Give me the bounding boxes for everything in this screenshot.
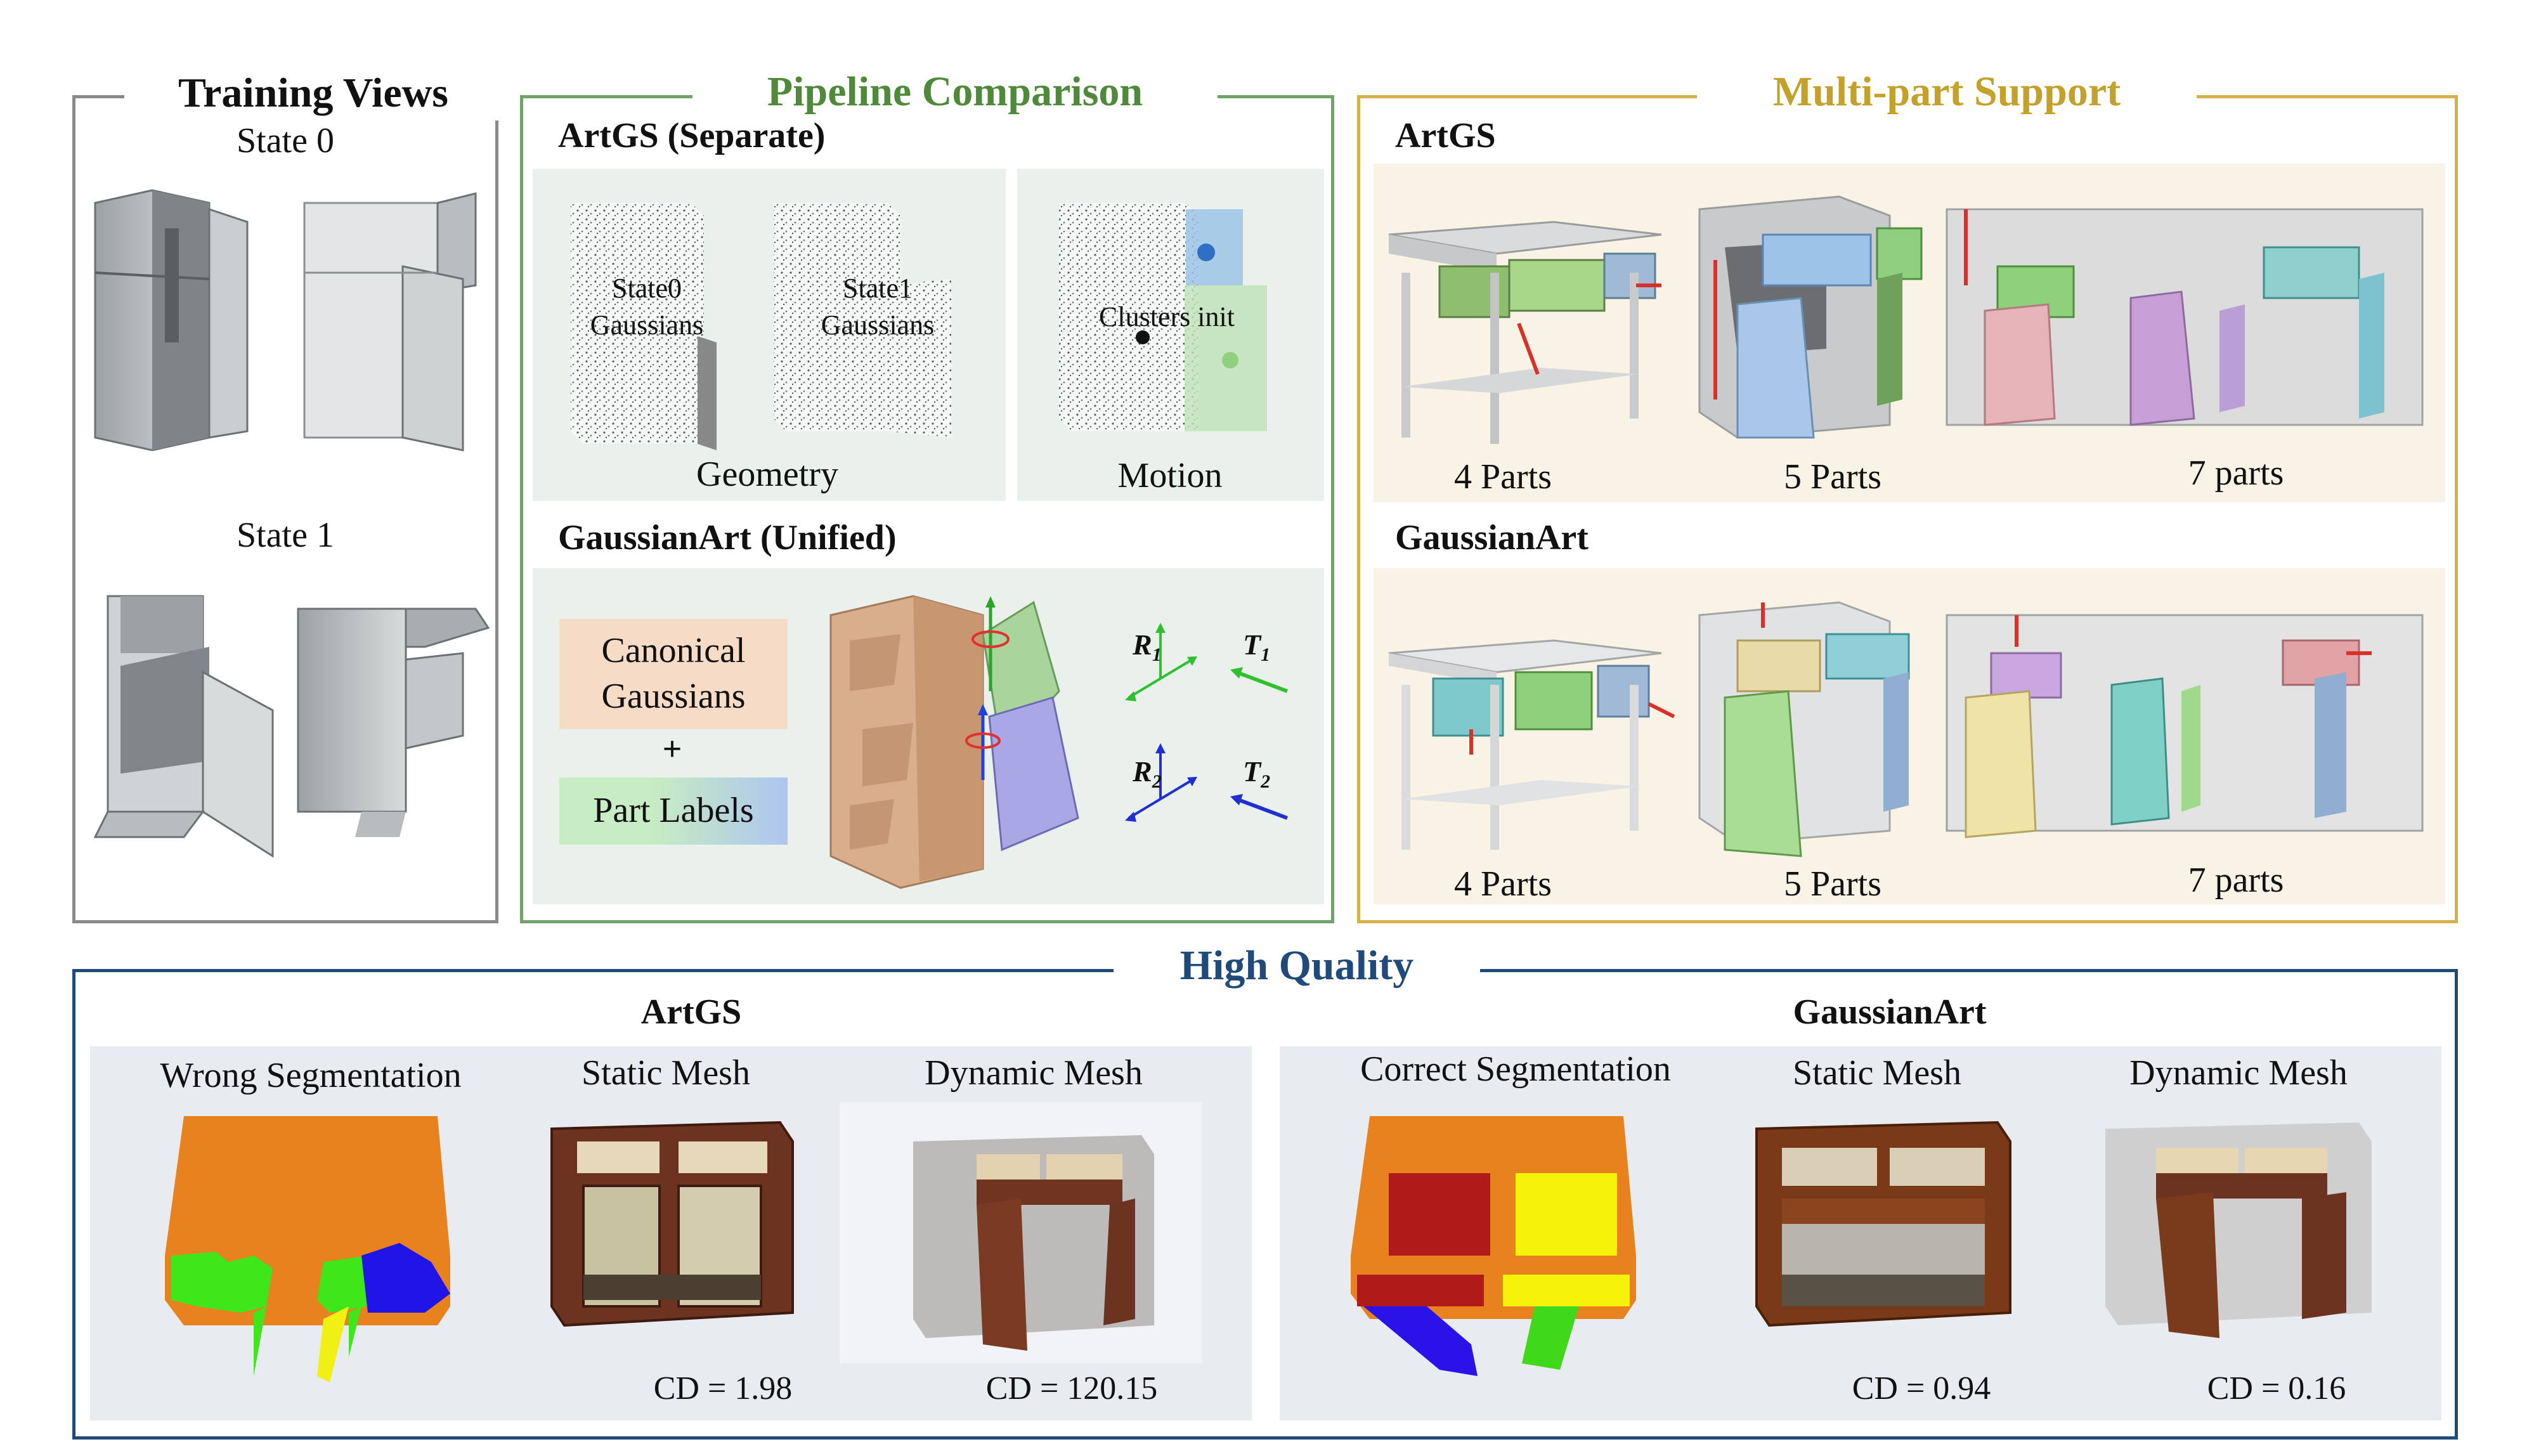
multipart-artgs-label-2: 5 Parts: [1784, 457, 1881, 497]
motion-label: Motion: [1117, 456, 1223, 495]
state-0-label: State 0: [237, 121, 334, 160]
pipeline-comparison-title: Pipeline Comparison: [692, 65, 1218, 119]
part-labels-label: Part Labels: [593, 791, 754, 830]
r1-label: R1: [1133, 628, 1162, 666]
gaussianart-static-mesh-label: Static Mesh: [1793, 1053, 1961, 1093]
multipart-artgs-heading: ArtGS: [1395, 116, 1496, 155]
state-gaussians-pointclouds: [571, 203, 951, 450]
gaussianart-cabinet-5-parts: [1698, 601, 1910, 857]
multipart-artgs-label-3: 7 parts: [2188, 453, 2284, 493]
part-labels-box: [559, 777, 788, 845]
motion-clusters-pointcloud: [1059, 203, 1267, 431]
fridge-view-b: [303, 192, 477, 452]
high-quality-title: High Quality: [1114, 939, 1480, 993]
fridge-state1-views: [93, 595, 490, 858]
fridge-state0-views: [94, 189, 477, 452]
artgs-dynamic-cd: CD = 120.15: [985, 1370, 1158, 1407]
canonical-gaussians-fridge: [829, 595, 1079, 889]
artgs-dynamic-mesh-render: [913, 1135, 1154, 1351]
multipart-artgs-label-1: 4 Parts: [1454, 457, 1552, 497]
gaussianart-correct-segmentation-label: Correct Segmentation: [1360, 1050, 1671, 1089]
artgs-cabinet-7-parts: [1946, 208, 2424, 426]
multipart-gaussianart-label-3: 7 parts: [2188, 861, 2284, 900]
artgs-wrong-segmentation-label: Wrong Segmentation: [160, 1056, 462, 1095]
gaussianart-cabinet-7-parts: [1946, 614, 2424, 838]
canonical-gaussians-box: [559, 619, 788, 729]
state0-gaussians-label: State0 Gaussians: [590, 273, 704, 341]
fridge-view-d: [297, 608, 490, 837]
multipart-gaussianart-heading: GaussianArt: [1395, 518, 1589, 557]
fridge-view-c: [93, 595, 274, 858]
artgs-static-cd: CD = 1.98: [653, 1370, 793, 1407]
artgs-static-mesh-label: Static Mesh: [582, 1053, 750, 1093]
plus-sign: +: [662, 730, 682, 768]
t1-label: T1: [1243, 628, 1271, 666]
artgs-wrong-segmentation-render: [165, 1116, 450, 1382]
gaussianart-dynamic-mesh-render: [2105, 1122, 2372, 1338]
t2-label: T2: [1243, 755, 1271, 793]
fridge-view-a: [94, 189, 249, 452]
gaussianart-static-cd: CD = 0.94: [1852, 1370, 1991, 1407]
quality-artgs-heading: ArtGS: [640, 992, 742, 1032]
gaussianart-static-mesh-render: [1755, 1121, 2011, 1327]
gaussianart-correct-segmentation-render: [1351, 1116, 1636, 1376]
canonical-gaussians-label: Canonical Gaussians: [601, 631, 746, 716]
r2-label: R2: [1133, 755, 1162, 793]
artgs-dynamic-mesh-label: Dynamic Mesh: [925, 1053, 1143, 1093]
training-views-title: Training Views: [124, 66, 502, 120]
clusters-init-label: Clusters init: [1099, 301, 1235, 332]
gaussianart-console-table: [1388, 639, 1675, 850]
multipart-artgs-renders: [1388, 195, 2424, 444]
motion-axes-diagram: [1125, 623, 1289, 822]
pipeline-artgs-heading: ArtGS (Separate): [558, 116, 826, 155]
multipart-gaussianart-renders: [1388, 601, 2424, 857]
state-1-label: State 1: [237, 516, 334, 555]
geometry-label: Geometry: [696, 455, 838, 494]
gaussianart-dynamic-cd: CD = 0.16: [2207, 1370, 2346, 1407]
multipart-gaussianart-label-2: 5 Parts: [1784, 864, 1881, 904]
artgs-cabinet-5-parts: [1698, 195, 1923, 439]
multipart-gaussianart-label-1: 4 Parts: [1454, 864, 1552, 904]
artgs-static-mesh-render: [550, 1121, 794, 1327]
state1-gaussians-label: State1 Gaussians: [821, 273, 935, 341]
pipeline-gaussianart-heading: GaussianArt (Unified): [558, 518, 897, 557]
artgs-console-table: [1388, 221, 1662, 444]
quality-gaussianart-heading: GaussianArt: [1793, 992, 1987, 1032]
gaussianart-dynamic-mesh-label: Dynamic Mesh: [2129, 1053, 2348, 1093]
multipart-support-title: Multi-part Support: [1697, 65, 2197, 119]
